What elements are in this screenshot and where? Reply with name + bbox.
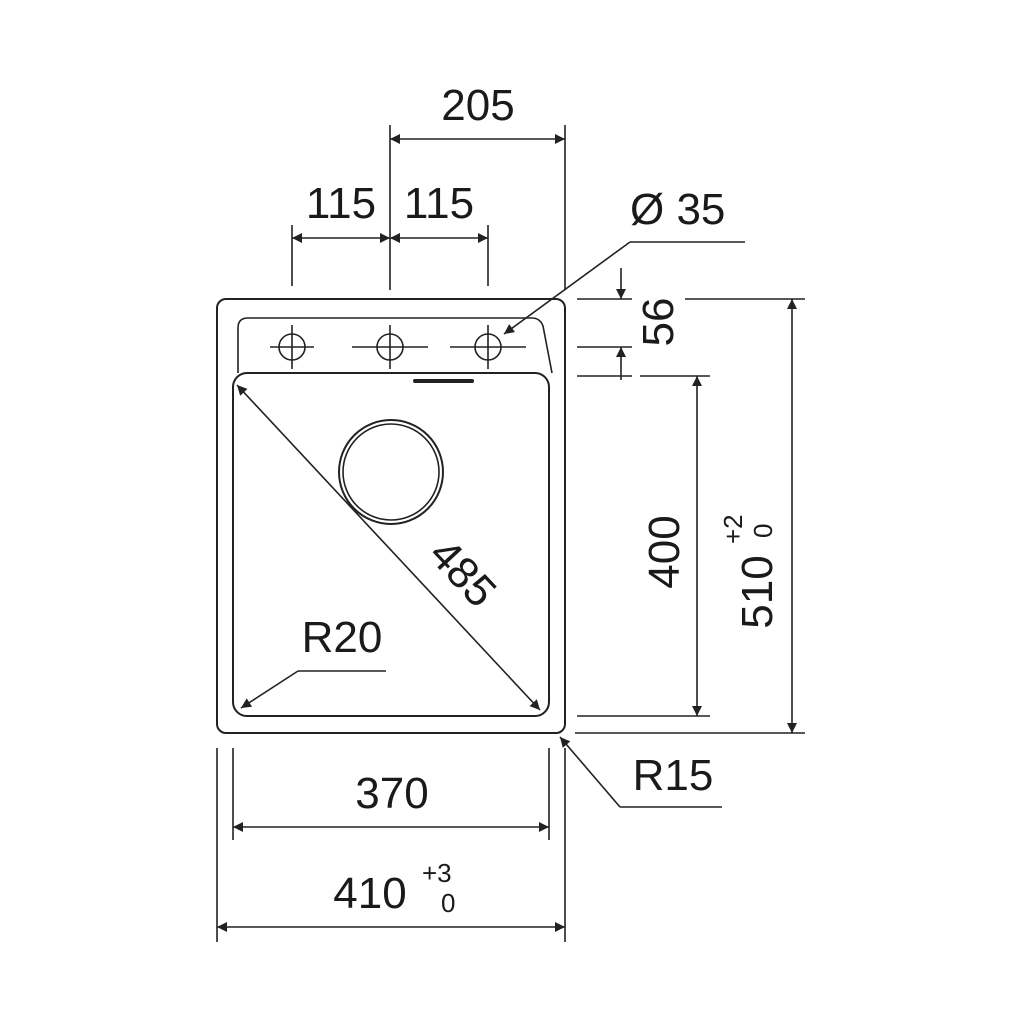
tap-hole-center [352,325,428,369]
dim-510-label: 510 [733,555,782,628]
tap-deck-outline [237,317,553,374]
drain-inner [342,423,440,521]
dim-205: 205 [389,81,566,290]
tap-hole-right [450,325,526,369]
dim-410: 410 +3 0 [216,748,566,942]
bowl-outline [232,372,550,717]
dim-56-label: 56 [634,298,683,347]
dim-diameter: Ø 35 [503,185,745,335]
dim-diameter-label: Ø 35 [630,185,725,234]
dim-r15: R15 [559,736,722,808]
dim-370-label: 370 [355,769,428,818]
dim-r20-label: R20 [302,613,383,662]
dim-400-label: 400 [640,515,689,588]
dim-510-tol-lower: 0 [748,524,778,538]
dim-410-tol-lower: 0 [441,888,455,918]
dim-115-left-label: 115 [306,179,376,228]
drain-outer [338,419,444,525]
dim-410-tol-upper: +3 [422,858,452,888]
dim-410-label: 410 [333,869,406,918]
sink-body [216,298,566,734]
dim-485-label: 485 [420,530,506,617]
dim-r15-label: R15 [633,751,714,800]
dim-400: 400 [577,375,710,717]
dim-510-tol-upper: +2 [718,514,748,544]
dim-370: 370 [232,748,550,840]
tap-hole-left [270,325,314,369]
dim-r20: R20 [240,613,386,709]
dim-485: 485 [236,384,541,711]
dim-510: 510 +2 0 [575,298,805,734]
dim-205-label: 205 [441,81,514,130]
dim-56: 56 [577,268,683,380]
sink-outer-edge [216,298,566,734]
dim-115-right-label: 115 [404,179,474,228]
dim-115-115: 115 115 [291,179,489,286]
